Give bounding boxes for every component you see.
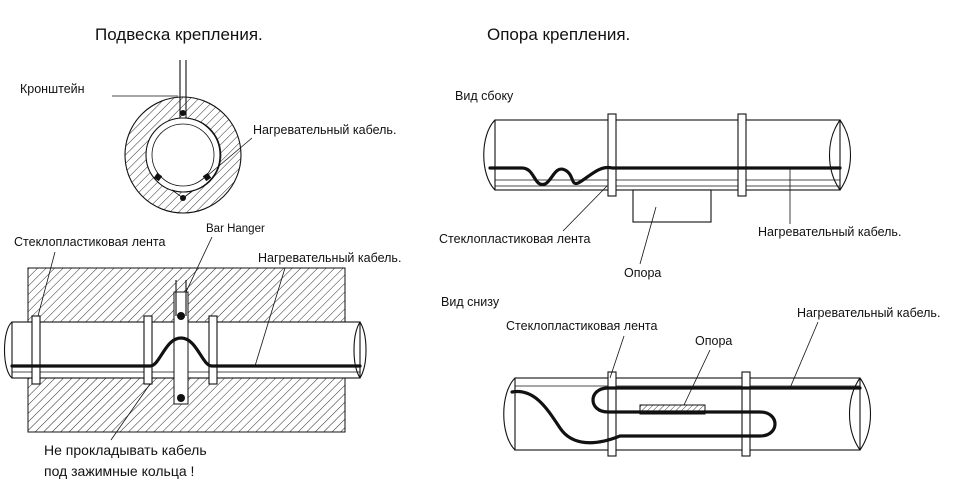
warning-line-1: Не прокладывать кабель <box>44 442 207 458</box>
leader-cable-top <box>206 137 253 177</box>
label-cable-bottom: Нагревательный кабель. <box>797 306 940 320</box>
leader-warning <box>110 383 151 441</box>
bottom-view-pipe <box>503 371 871 457</box>
leader-bar-hanger <box>185 236 213 293</box>
label-support-side: Опора <box>624 266 661 280</box>
leader-tape-left <box>37 251 56 317</box>
warning-line-2: под зажимные кольца ! <box>44 463 194 479</box>
leader-tape-bottom <box>609 335 625 379</box>
right-title: Опора крепления. <box>487 25 630 44</box>
label-tape-left: Стеклопластиковая лента <box>14 235 166 249</box>
leader-support-side <box>639 206 657 265</box>
label-tape-bottom: Стеклопластиковая лента <box>506 319 658 333</box>
leader-cable-side <box>254 267 286 367</box>
left-title: Подвеска крепления. <box>95 25 263 44</box>
leader-tape-side <box>562 185 608 232</box>
leader-support-bottom <box>683 349 711 406</box>
label-side-view: Вид сбоку <box>455 89 514 103</box>
label-tape-side: Стеклопластиковая лента <box>439 232 591 246</box>
cross-section-view <box>124 60 242 214</box>
side-view-pipe <box>483 113 851 223</box>
label-bottom-view: Вид снизу <box>441 295 500 309</box>
label-cable-top: Нагревательный кабель. <box>253 123 396 137</box>
label-cable-side: Нагревательный кабель. <box>258 251 401 265</box>
label-bar-hanger: Bar Hanger <box>206 223 265 235</box>
longitudinal-view <box>4 267 367 433</box>
label-bracket: Кронштейн <box>20 82 85 96</box>
label-cable-side-right: Нагревательный кабель. <box>758 225 901 239</box>
label-support-bottom: Опора <box>695 334 732 348</box>
leader-cable-bottom <box>789 321 819 389</box>
